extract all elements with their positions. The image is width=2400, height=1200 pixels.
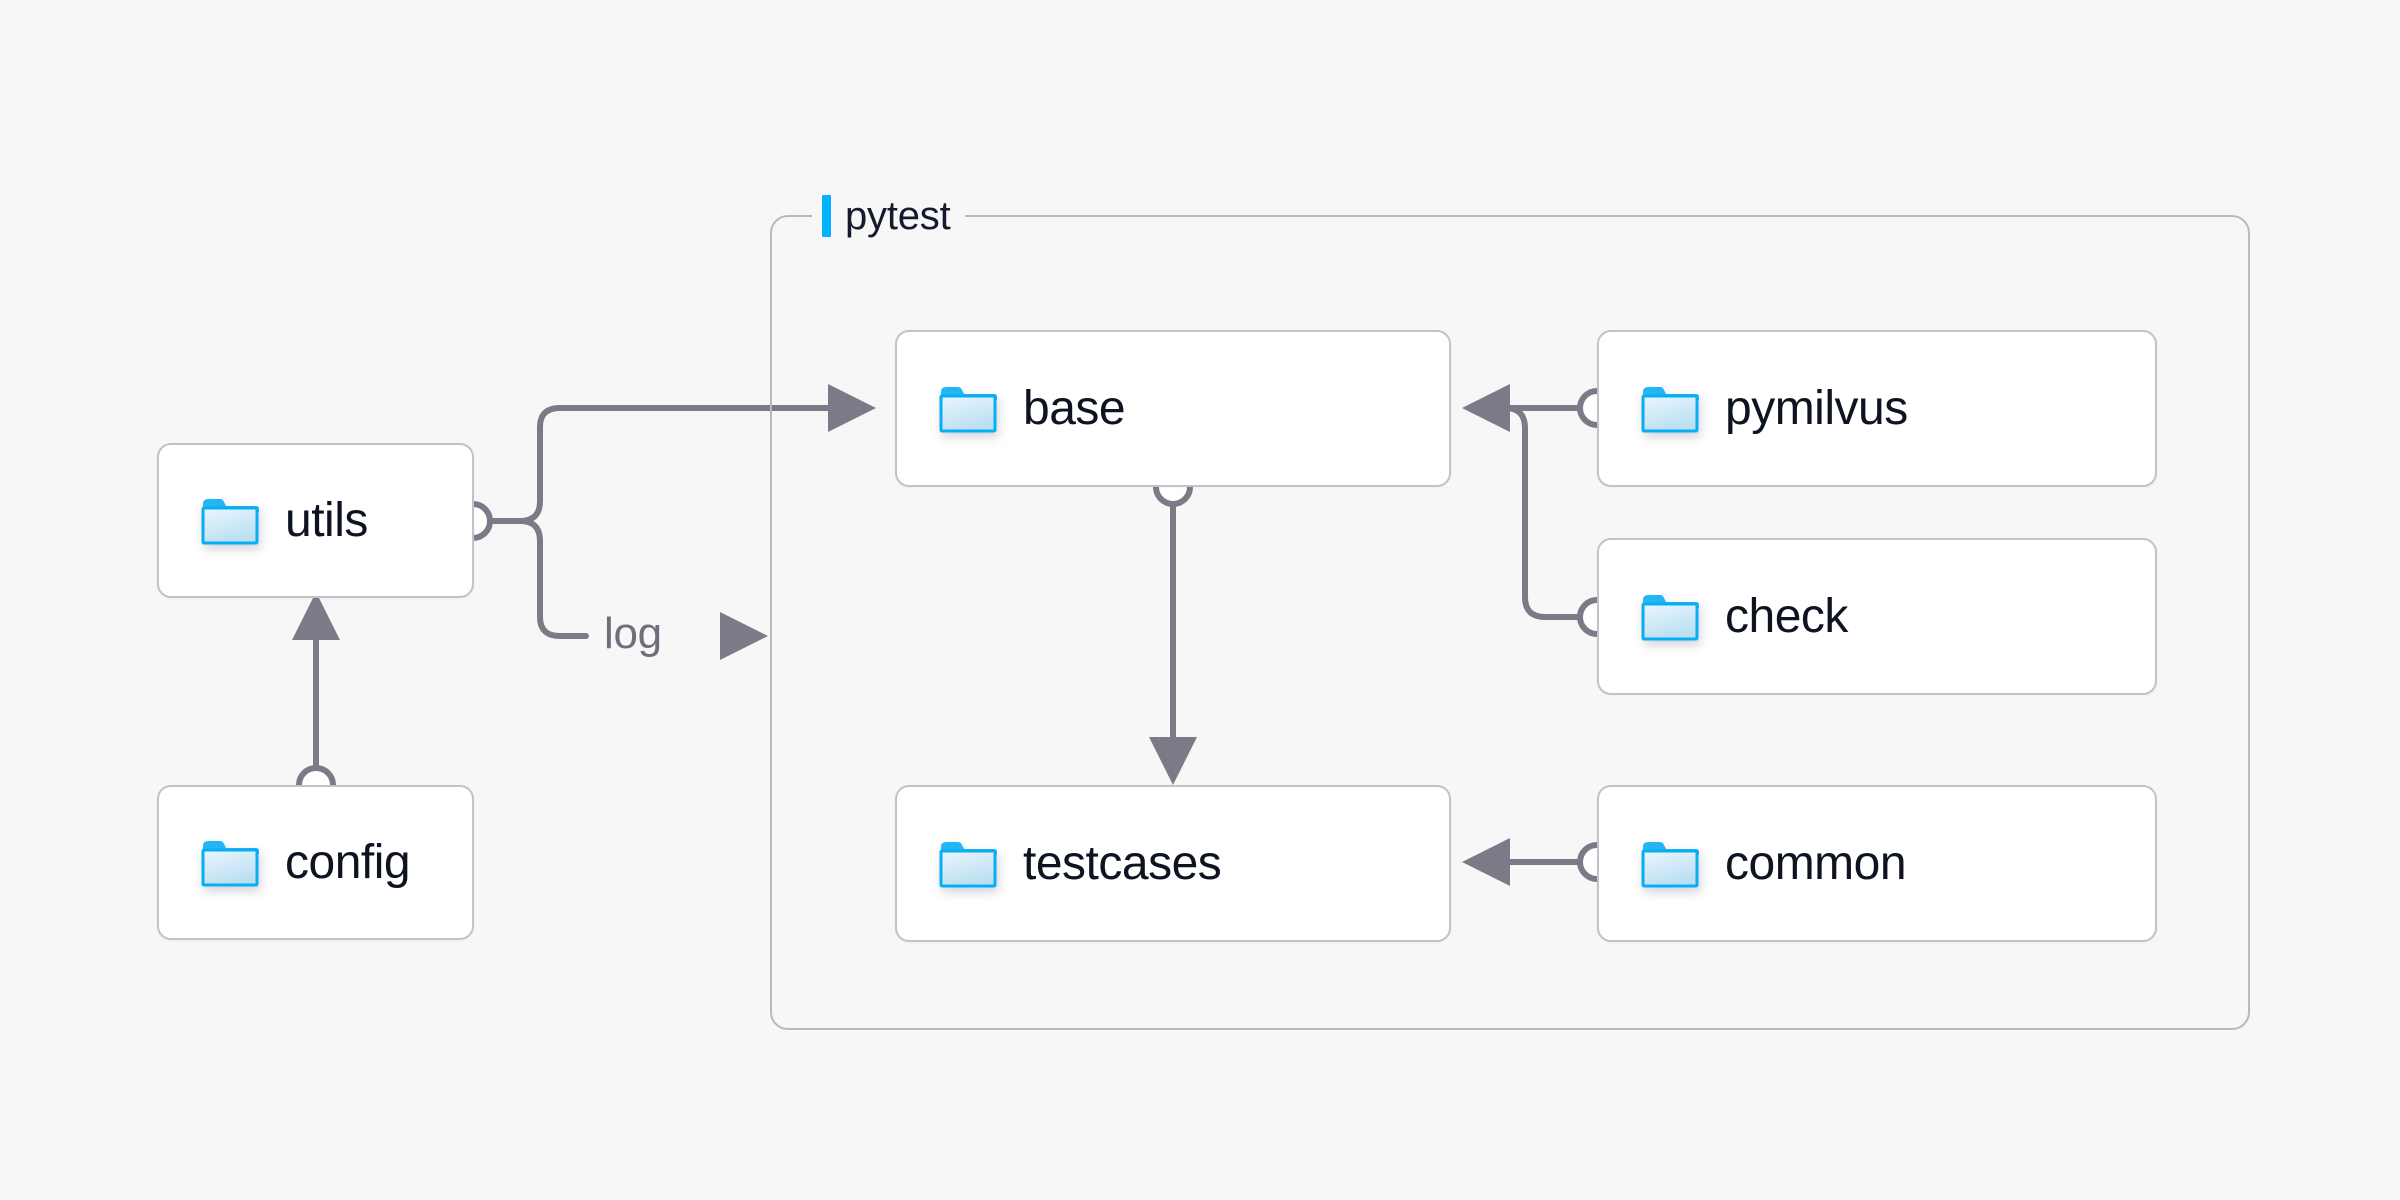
node-config-label: config [285, 835, 411, 889]
group-pytest-label: pytest [812, 193, 965, 239]
node-config[interactable]: config [157, 785, 474, 940]
node-check-label: check [1725, 589, 1848, 643]
node-pymilvus-content: pymilvus [1599, 384, 1908, 434]
folder-icon [939, 841, 997, 887]
node-pymilvus[interactable]: pymilvus [1597, 330, 2157, 487]
node-base[interactable]: base [895, 330, 1451, 487]
node-common-content: common [1599, 836, 1907, 890]
folder-icon [1641, 594, 1699, 640]
node-common-label: common [1725, 836, 1907, 890]
folder-icon [1641, 841, 1699, 887]
node-config-content: config [159, 835, 411, 889]
node-testcases[interactable]: testcases [895, 785, 1451, 942]
folder-icon [939, 386, 997, 432]
group-pytest[interactable] [770, 215, 2250, 1030]
node-utils[interactable]: utils [157, 443, 474, 598]
folder-icon [201, 498, 259, 544]
folder-icon [201, 840, 259, 886]
node-base-content: base [897, 381, 1126, 435]
node-utils-label: utils [285, 493, 368, 547]
node-common[interactable]: common [1597, 785, 2157, 942]
group-pytest-title: pytest [845, 194, 951, 238]
group-accent-bar [822, 195, 831, 237]
node-utils-content: utils [159, 496, 368, 546]
node-testcases-label: testcases [1023, 836, 1222, 890]
edge-utils-log [487, 518, 589, 639]
node-check[interactable]: check [1597, 538, 2157, 695]
node-testcases-content: testcases [897, 836, 1222, 890]
edge-label-log: log [604, 609, 662, 658]
node-check-content: check [1599, 592, 1848, 642]
folder-icon [1641, 386, 1699, 432]
node-pymilvus-label: pymilvus [1725, 381, 1908, 435]
node-base-label: base [1023, 381, 1126, 435]
